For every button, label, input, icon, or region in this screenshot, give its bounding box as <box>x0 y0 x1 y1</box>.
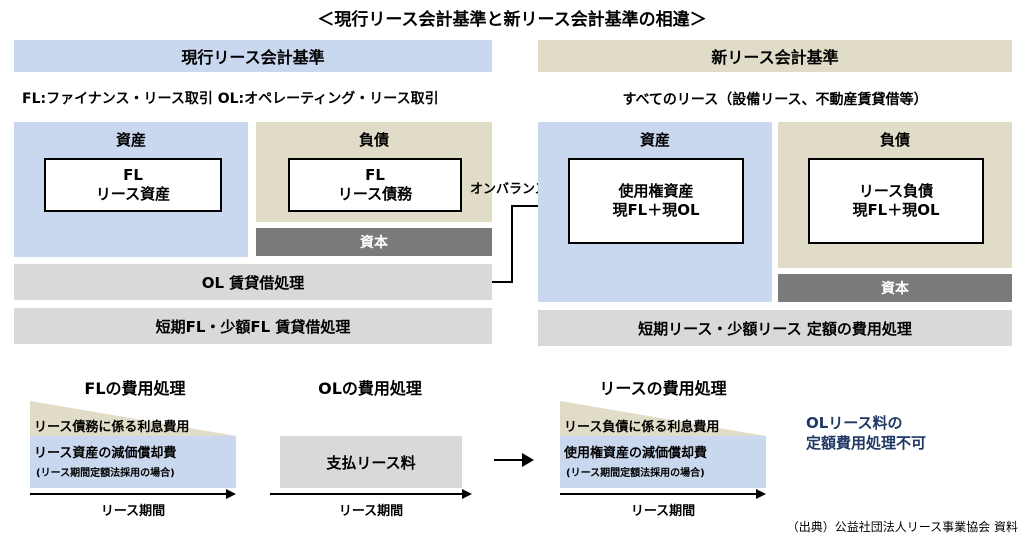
new-liabilities-panel: 負債 リース負債 現FL＋現OL <box>778 122 1012 268</box>
on-balance-label: オンバランス <box>470 182 548 197</box>
new-liabilities-label: 負債 <box>879 130 910 149</box>
ol-axis-label: リース期間 <box>338 503 404 519</box>
current-standard-header: 現行リース会計基準 <box>14 40 492 72</box>
current-assets-label: 資産 <box>115 130 146 149</box>
fl-axis-label: リース期間 <box>100 503 166 519</box>
new-interest-label: リース負債に係る利息費用 <box>564 420 720 435</box>
new-assets-label: 資産 <box>639 130 670 149</box>
ol-lease-payment-box: 支払リース料 <box>280 436 462 488</box>
current-ol-rental-row: OL 賃貸借処理 <box>14 264 492 300</box>
fl-depreciation-label: リース資産の減価償却費 <box>34 446 177 461</box>
new-axis-label: リース期間 <box>630 503 696 519</box>
current-standard-subtitle: FL:ファイナンス・リース取引 OL:オペレーティング・リース取引 <box>22 91 439 107</box>
current-liabilities-label: 負債 <box>358 130 389 149</box>
current-equity-bar: 資本 <box>256 228 492 256</box>
new-depreciation-box: 使用権資産の減価償却費 (リース期間定額法採用の場合) <box>560 436 766 488</box>
fl-interest-wedge <box>30 401 236 436</box>
new-interest-wedge <box>560 401 766 436</box>
new-depreciation-note: (リース期間定額法採用の場合) <box>566 468 705 479</box>
new-standard-subtitle: すべてのリース（設備リース、不動産賃貸借等） <box>622 92 928 108</box>
current-lease-obligation-box: FL リース債務 <box>288 158 462 212</box>
new-expense-title: リースの費用処理 <box>599 379 727 398</box>
new-short-small-row: 短期リース・少額リース 定額の費用処理 <box>538 310 1012 346</box>
right-of-use-asset-box: 使用権資産 現FL＋現OL <box>568 158 744 244</box>
fl-depreciation-box: リース資産の減価償却費 (リース期間定額法採用の場合) <box>30 436 236 488</box>
current-short-small-row: 短期FL・少額FL 賃貸借処理 <box>14 308 492 344</box>
ol-fixed-expense-note: OLリース料の 定額費用処理不可 <box>806 414 927 452</box>
new-depreciation-label: 使用権資産の減価償却費 <box>564 446 708 461</box>
current-lease-asset-box: FL リース資産 <box>44 158 222 212</box>
fl-interest-label: リース債務に係る利息費用 <box>34 420 190 435</box>
current-assets-panel: 資産 FL リース資産 <box>14 122 248 257</box>
fl-depreciation-note: (リース期間定額法採用の場合) <box>36 468 175 479</box>
ol-expense-title: OLの費用処理 <box>318 379 422 398</box>
fl-expense-title: FLの費用処理 <box>84 379 186 398</box>
source-note: （出典）公益社団法人リース事業協会 資料 <box>786 520 1018 534</box>
new-equity-bar: 資本 <box>778 274 1012 302</box>
page-title: ＜現行リース会計基準と新リース会計基準の相違＞ <box>317 9 707 30</box>
new-assets-panel: 資産 使用権資産 現FL＋現OL <box>538 122 772 302</box>
lease-liability-box: リース負債 現FL＋現OL <box>808 158 984 244</box>
new-standard-header: 新リース会計基準 <box>538 40 1012 72</box>
current-liabilities-panel: 負債 FL リース債務 <box>256 122 492 222</box>
